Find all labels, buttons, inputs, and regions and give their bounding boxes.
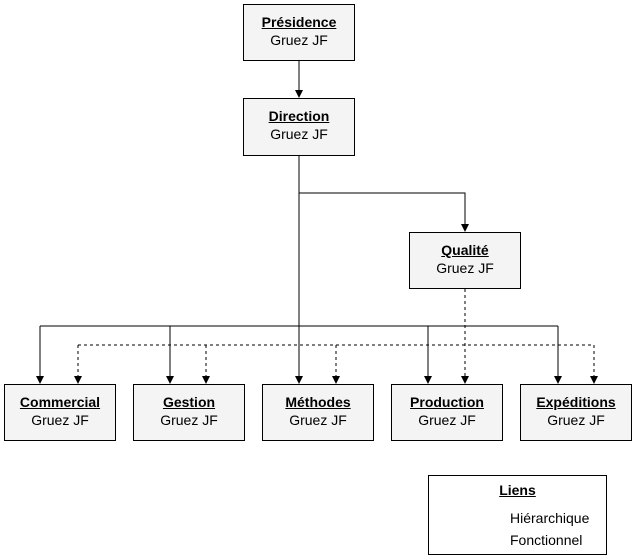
- node-title: Gestion: [162, 394, 216, 410]
- node-qualite: Qualité Gruez JF: [409, 232, 521, 289]
- node-direction: Direction Gruez JF: [243, 98, 355, 156]
- node-commercial: Commercial Gruez JF: [4, 384, 116, 441]
- node-presidence: Présidence Gruez JF: [243, 4, 355, 61]
- node-title: Expéditions: [536, 394, 616, 410]
- node-title: Production: [410, 394, 484, 410]
- node-methodes: Méthodes Gruez JF: [262, 384, 374, 441]
- node-title: Présidence: [261, 14, 337, 30]
- link-direction-qualite: [298, 155, 469, 232]
- node-title: Méthodes: [285, 394, 351, 410]
- node-name: Gruez JF: [289, 412, 347, 428]
- node-gestion: Gestion Gruez JF: [133, 384, 245, 441]
- node-production: Production Gruez JF: [391, 384, 503, 441]
- node-name: Gruez JF: [418, 412, 476, 428]
- node-title: Qualité: [441, 242, 489, 258]
- legend: Liens Hiérarchique Fonctionnel: [428, 475, 607, 555]
- legend-hierarchical-label: Hiérarchique: [510, 510, 590, 526]
- node-name: Gruez JF: [547, 412, 605, 428]
- node-name: Gruez JF: [436, 260, 494, 276]
- node-name: Gruez JF: [270, 126, 328, 142]
- legend-title: Liens: [499, 482, 536, 498]
- node-name: Gruez JF: [160, 412, 218, 428]
- node-name: Gruez JF: [270, 32, 328, 48]
- node-title: Direction: [268, 108, 330, 124]
- legend-functional-label: Fonctionnel: [510, 532, 583, 548]
- node-expeditions: Expéditions Gruez JF: [520, 384, 632, 441]
- node-name: Gruez JF: [31, 412, 89, 428]
- node-title: Commercial: [19, 394, 101, 410]
